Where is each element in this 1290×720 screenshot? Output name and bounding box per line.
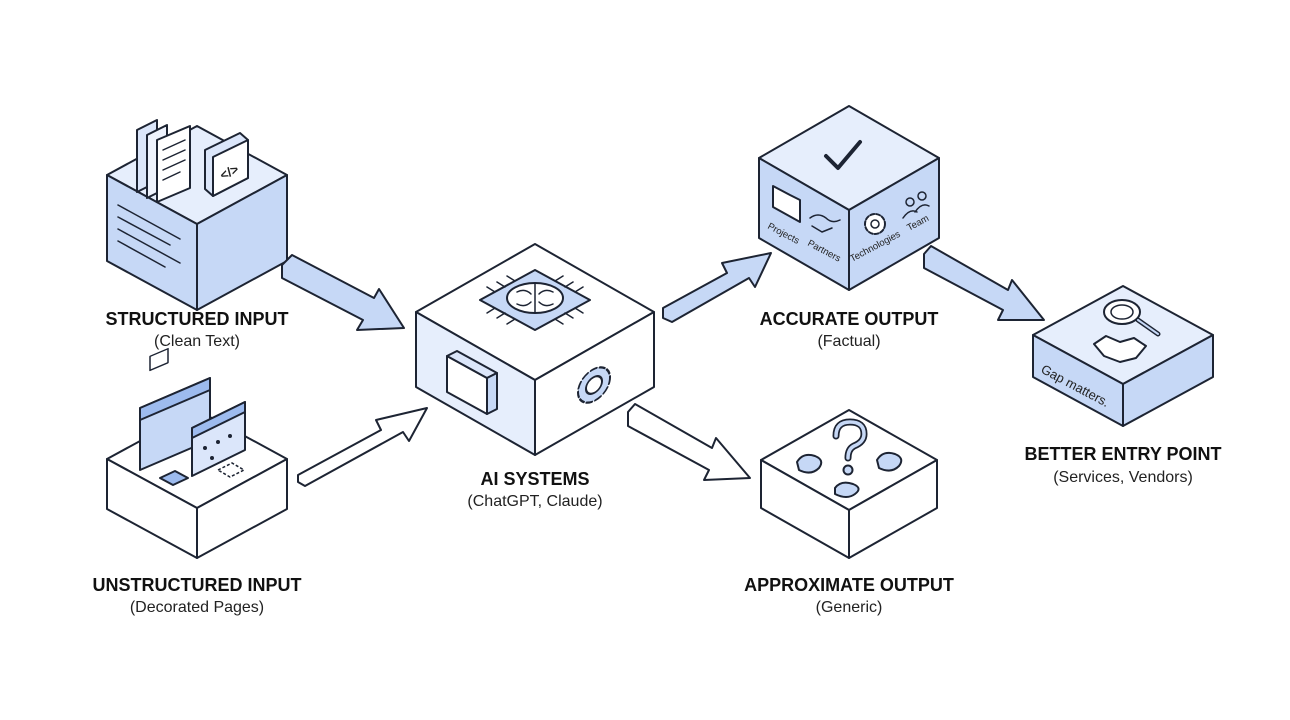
folder-icon <box>772 185 801 223</box>
arrow-ai-to-approximate <box>627 403 751 481</box>
gear-icon <box>864 213 886 235</box>
brain-chip-and-gear-icon <box>446 269 611 415</box>
structured-input-title: STRUCTURED INPUT <box>106 309 289 329</box>
magnifier-handshake-icon <box>1093 299 1161 363</box>
handshake-icon <box>809 214 841 233</box>
structured-input-subtitle: (Clean Text) <box>154 333 240 350</box>
checkmark-icon <box>824 140 862 170</box>
accurate-output-title: ACCURATE OUTPUT <box>760 309 939 329</box>
approximate-output-subtitle: (Generic) <box>816 599 883 616</box>
approximate-output-title: APPROXIMATE OUTPUT <box>744 575 954 595</box>
arrow-accurate-to-entry <box>923 245 1045 321</box>
better-entry-point-title: BETTER ENTRY POINT <box>1024 444 1221 464</box>
team-icon <box>902 191 930 219</box>
arrow-structured-to-ai <box>281 254 405 331</box>
unstructured-input-box <box>106 347 288 559</box>
unstructured-input-title: UNSTRUCTURED INPUT <box>93 575 302 595</box>
arrow-ai-to-accurate <box>662 252 772 323</box>
ai-systems-title: AI SYSTEMS <box>480 469 589 489</box>
structured-input-box: </> <box>106 119 288 311</box>
better-entry-point-box: Gap matters. <box>1032 285 1214 427</box>
ai-systems-subtitle: (ChatGPT, Claude) <box>467 493 602 510</box>
arrow-unstructured-to-ai <box>297 407 428 487</box>
accurate-output-cube: Projects Partners Technologies Team <box>758 105 940 291</box>
approximate-output-box <box>760 409 938 559</box>
better-entry-point-subtitle: (Services, Vendors) <box>1053 469 1193 486</box>
ai-systems-cube <box>415 243 655 456</box>
question-mark-icon <box>832 418 868 476</box>
web-page-windows-icon <box>139 347 246 486</box>
svg-text:</>: </> <box>217 161 241 183</box>
accurate-output-subtitle: (Factual) <box>817 333 880 350</box>
unstructured-input-subtitle: (Decorated Pages) <box>130 599 264 616</box>
document-stack-and-code-icon: </> <box>136 119 249 203</box>
